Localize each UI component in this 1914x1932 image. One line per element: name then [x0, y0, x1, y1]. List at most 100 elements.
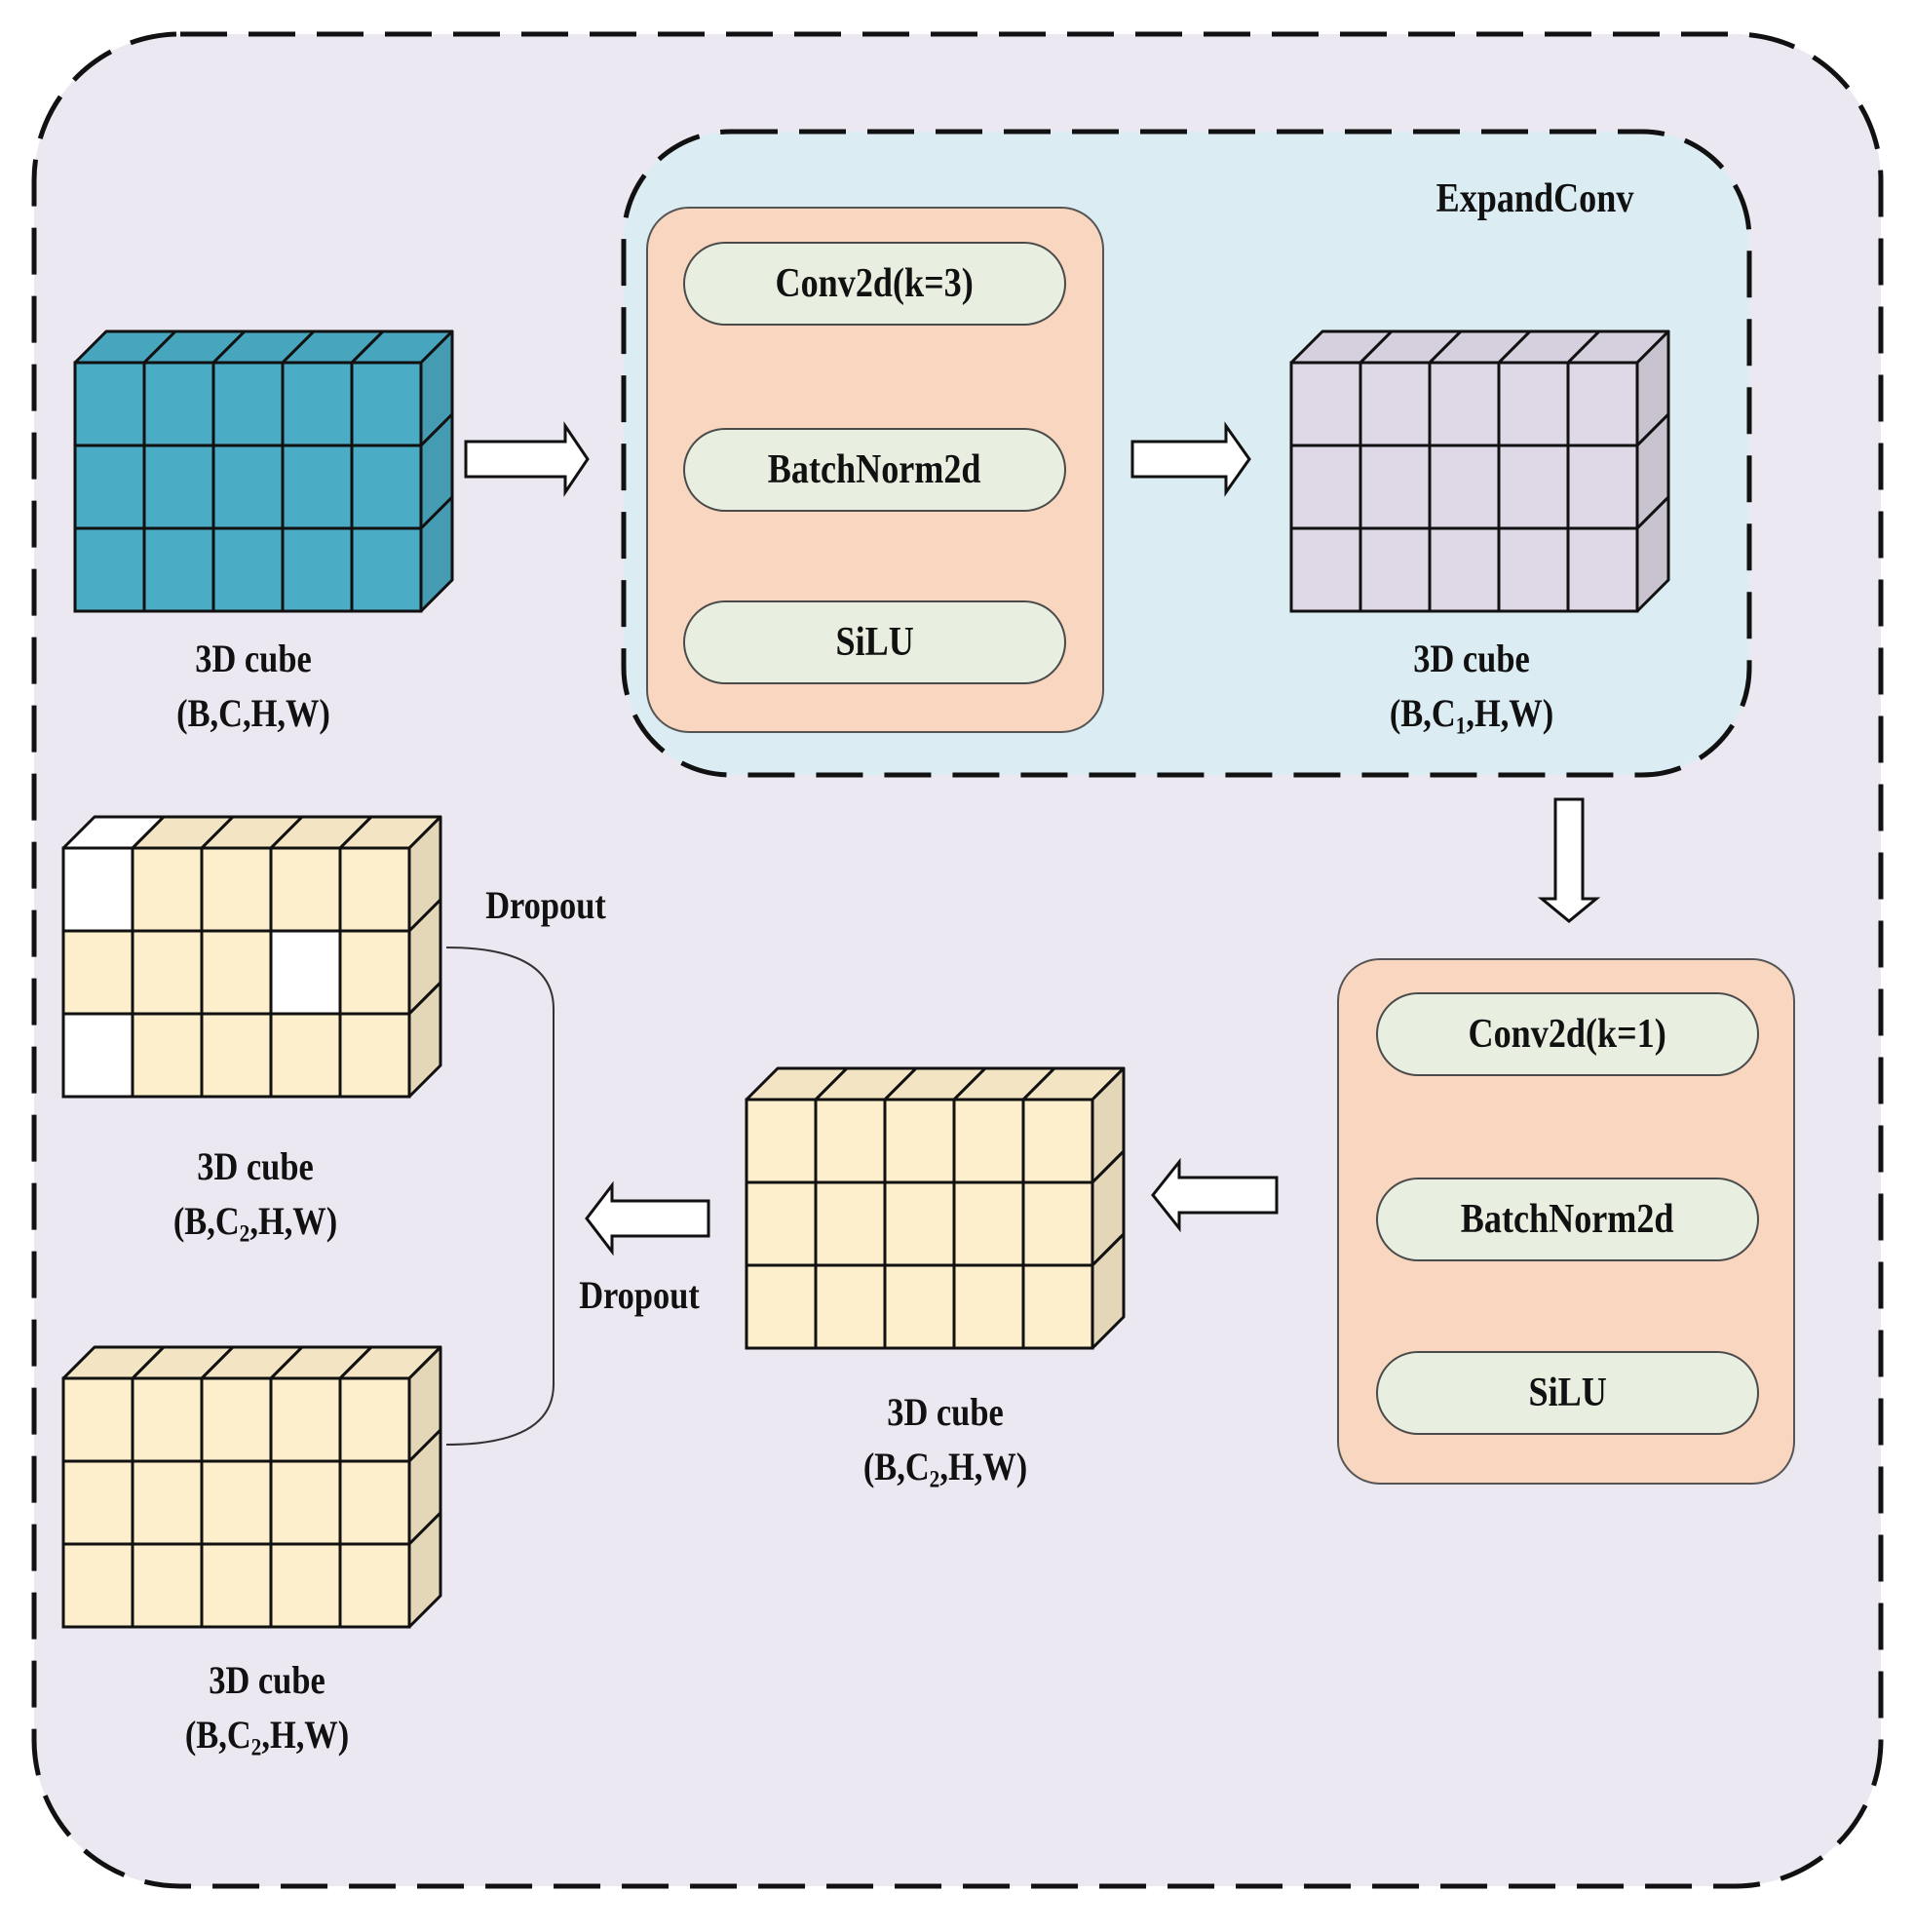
input-cube-cell — [211, 361, 285, 447]
final-cube-cell — [61, 1376, 134, 1463]
dropout-shape-sub: 2 — [239, 1220, 250, 1248]
final-cube — [61, 1345, 442, 1629]
dropout-cube-cell — [200, 1012, 273, 1099]
final-cube-cell — [269, 1376, 342, 1463]
projected-cube-cell — [952, 1180, 1025, 1267]
final-shape-prefix: (B,C — [184, 1713, 251, 1757]
dropout-shape-suffix: ,H,W) — [249, 1199, 338, 1243]
dropout-cube-dropped-cell — [269, 929, 342, 1016]
input-cube-cell — [73, 526, 146, 613]
final-cube-cell — [61, 1459, 134, 1546]
final-cube-cell — [131, 1542, 204, 1629]
expandconv-silu-label: SiLU — [835, 620, 914, 665]
final-cube-cell — [61, 1542, 134, 1629]
project-silu-layer: SiLU — [1376, 1351, 1759, 1435]
projected-cube-cell — [814, 1263, 887, 1350]
expandconv-to-cube-arrow — [1130, 421, 1251, 497]
expanded-cube-cell — [1428, 361, 1501, 447]
input-cube-name: 3D cube — [195, 637, 312, 680]
project-bn-label: BatchNorm2d — [1461, 1197, 1674, 1242]
projected-cube-cell — [745, 1180, 818, 1267]
expanded-shape-prefix: (B,C — [1389, 691, 1456, 735]
expandconv-conv-layer: Conv2d(k=3) — [683, 242, 1066, 326]
expandconv-conv-label: Conv2d(k=3) — [775, 261, 975, 306]
expanded-cube-cell — [1289, 444, 1362, 530]
expanded-cube-cell — [1359, 526, 1432, 613]
input-cube-cell — [142, 361, 215, 447]
dropout-arrow-label: Dropout — [579, 1273, 700, 1317]
expanded-cube-cell — [1289, 361, 1362, 447]
dropout-cube — [61, 815, 442, 1099]
projected-shape-prefix: (B,C — [862, 1445, 930, 1488]
final-cube-cell — [200, 1459, 273, 1546]
dropout-cube-cell — [131, 929, 204, 1016]
input-cube-cell — [142, 444, 215, 530]
dropout-cube-cell — [200, 846, 273, 933]
projected-cube-cell — [952, 1263, 1025, 1350]
input-cube-shape: (B,C,H,W) — [176, 691, 330, 735]
projected-cube-cell — [1021, 1098, 1094, 1184]
dropout-cube-cell — [338, 929, 411, 1016]
input-cube-cell — [211, 526, 285, 613]
projected-cube-name: 3D cube — [887, 1390, 1004, 1434]
dropout-cube-dropped-cell — [61, 846, 134, 933]
dropout-cube-cell — [200, 929, 273, 1016]
project-bn-layer: BatchNorm2d — [1376, 1178, 1759, 1261]
expanded-cube-cell — [1497, 444, 1570, 530]
dropout-cube-dropped-cell — [61, 1012, 134, 1099]
final-shape-sub: 2 — [250, 1734, 262, 1761]
final-cube-cell — [269, 1459, 342, 1546]
input-cube-cell — [211, 444, 285, 530]
expandconv-bn-label: BatchNorm2d — [768, 447, 981, 492]
expanded-cube-cell — [1359, 361, 1432, 447]
dropout-cube-cell — [131, 846, 204, 933]
projected-cube-cell — [814, 1180, 887, 1267]
dropout-cube-shape: (B,C2,H,W) — [130, 1198, 381, 1248]
final-shape-suffix: ,H,W) — [261, 1713, 350, 1757]
expanded-cube-name: 3D cube — [1413, 637, 1530, 680]
dropout-cube-cell — [338, 1012, 411, 1099]
project-silu-label: SiLU — [1528, 1371, 1607, 1415]
projected-cube-cell — [952, 1098, 1025, 1184]
input-to-expandconv-arrow — [464, 421, 590, 497]
dropout-cube-cell — [269, 846, 342, 933]
input-cube-cell — [281, 444, 354, 530]
projected-cube-cell — [745, 1263, 818, 1350]
projected-shape-suffix: ,H,W) — [939, 1445, 1028, 1488]
final-cube-name: 3D cube — [209, 1658, 325, 1702]
projected-shape-sub: 2 — [929, 1466, 940, 1493]
expanded-cube — [1289, 329, 1670, 613]
projected-cube-cell — [745, 1098, 818, 1184]
expanded-to-project-arrow — [1537, 797, 1601, 923]
expanded-cube-cell — [1428, 526, 1501, 613]
expanded-cube-cell — [1289, 526, 1362, 613]
projected-cube-cell — [814, 1098, 887, 1184]
arrows-layer — [464, 421, 1601, 1256]
expanded-shape-sub: 1 — [1455, 713, 1467, 740]
projected-cube-cell — [883, 1263, 956, 1350]
expandconv-title: ExpandConv — [1436, 176, 1634, 221]
projected-cube-cell — [883, 1180, 956, 1267]
expanded-cube-cell — [1566, 526, 1639, 613]
dropout-cube-name: 3D cube — [197, 1144, 314, 1188]
project-to-cube-arrow — [1151, 1157, 1279, 1233]
expanded-cube-cell — [1566, 361, 1639, 447]
expanded-cube-cell — [1359, 444, 1432, 530]
expanded-cube-cell — [1497, 526, 1570, 613]
input-cube — [73, 329, 454, 613]
final-cube-cell — [200, 1542, 273, 1629]
input-cube-cell — [350, 526, 423, 613]
dropout-cube-cell — [269, 1012, 342, 1099]
expanded-cube-cell — [1497, 361, 1570, 447]
final-cube-cell — [200, 1376, 273, 1463]
input-cube-cell — [73, 444, 146, 530]
expanded-cube-cell — [1428, 444, 1501, 530]
input-cube-cell — [281, 526, 354, 613]
final-cube-cell — [131, 1376, 204, 1463]
dropout-cube-cell — [338, 846, 411, 933]
final-cube-shape: (B,C2,H,W) — [141, 1712, 393, 1761]
dropout-bracket-label: Dropout — [485, 883, 606, 927]
projected-cube-cell — [1021, 1263, 1094, 1350]
dropout-cube-cell — [131, 1012, 204, 1099]
